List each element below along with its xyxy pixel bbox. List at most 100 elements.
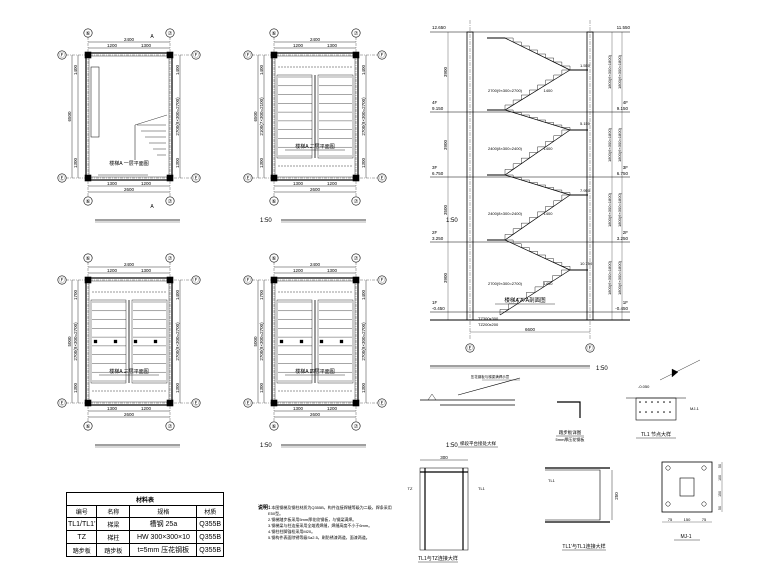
column-tz <box>84 51 92 59</box>
dimension-text: 50 <box>718 464 722 468</box>
dimension-text: 2700(9×300=2700) <box>259 322 264 361</box>
elevation-text: 9.150 <box>617 106 629 111</box>
dimension-text: 1800(6×300=1800) <box>607 192 612 227</box>
tl1-tag: TL1 <box>478 486 486 491</box>
table-cell: Q355B <box>196 517 224 531</box>
tl1-tz-title: TL1与TZ连接大样 <box>418 555 458 562</box>
dimension-text: 1300 <box>141 268 152 273</box>
stair-enclosure-inner <box>274 55 356 178</box>
section-title-text: 楼梯A A-A剖面图 <box>504 296 546 304</box>
dimension-text: 2700(9×300=2700) <box>175 97 180 136</box>
dimension-text: 1400 <box>361 64 366 75</box>
dimension-text: 1200 <box>107 268 118 273</box>
section-mark: A <box>150 34 154 40</box>
dimension-text: 150 <box>718 491 722 497</box>
elevation-text: 11.550 <box>617 25 631 30</box>
plan-scale-text: 1:50 <box>446 443 458 449</box>
axis-bubble-left-text: Ⓔ <box>467 344 473 352</box>
stair-enclosure-wall <box>271 52 359 181</box>
axis-bubble-top-right-text: ⑦ <box>354 255 359 262</box>
axis-bubble-bottom-left-text: ⑥ <box>272 423 277 430</box>
elevation-text: 6.750 <box>617 171 629 176</box>
anchor-bolt <box>665 501 671 507</box>
bolt-mark <box>93 339 98 344</box>
concrete-dot <box>669 411 671 413</box>
dimension-text: 1300 <box>107 406 118 411</box>
dimension-text: 100 <box>718 475 722 481</box>
stair-enclosure-wall <box>85 277 173 406</box>
elevation-text: -0.450 <box>432 306 445 311</box>
floor-name: 2F <box>432 230 438 235</box>
column-tz <box>84 399 92 407</box>
dimension-text: 1300 <box>293 406 304 411</box>
concrete-dot <box>663 411 665 413</box>
dimension-text: 1800(6×300=1800) <box>617 127 622 162</box>
dimension-text: 1400 <box>361 289 366 300</box>
dimension-text: 2700(9×300=2700) <box>175 322 180 361</box>
bolt-mark <box>279 339 284 344</box>
axis-bubble-right-bottom <box>377 173 387 183</box>
axis-bubble-left-top-text: Ⓕ <box>245 51 251 59</box>
axis-bubble-right-bottom-text: Ⓔ <box>193 399 199 407</box>
dimension-text: 2400 <box>310 262 321 267</box>
axis-bubble-right-top <box>191 50 201 60</box>
column-tz <box>166 51 174 59</box>
axis-bubble-right-bottom <box>191 173 201 183</box>
axis-bubble-bottom-left-text: ⑥ <box>86 198 91 205</box>
flight-right <box>317 299 354 384</box>
stair-stringer-left <box>90 66 100 138</box>
axis-bubble-right-bottom-text: Ⓔ <box>193 174 199 182</box>
column-tz <box>84 276 92 284</box>
axis-bubble-top-left-text: ⑥ <box>86 255 91 262</box>
base-note: TZ200x200 <box>478 322 499 327</box>
dimension-text: 6500 <box>253 111 258 122</box>
dimension-text: 6500 <box>67 111 72 122</box>
axis-bubble-right-bottom-text: Ⓔ <box>379 174 385 182</box>
tz-column-outline <box>419 467 469 551</box>
dimension-text: 1200 <box>107 43 118 48</box>
bolt-mark <box>133 339 138 344</box>
axis-bubble-left-bottom-text: Ⓔ <box>245 174 251 182</box>
stair-enclosure-inner <box>88 55 170 178</box>
materials-header-row: 编号 名称 规格 材质 <box>65 505 224 518</box>
dimension-text: 1400 <box>544 281 554 286</box>
elevation-text: 10.750 <box>580 261 593 266</box>
elevation-text: 5.150 <box>580 121 591 126</box>
axis-bubble-left-bottom-text: Ⓔ <box>245 399 251 407</box>
dimension-text: 1300 <box>361 382 366 393</box>
flight-slope <box>457 377 521 396</box>
materials-header-cell: 编号 <box>65 505 98 518</box>
column-tz <box>270 51 278 59</box>
dimension-text: 2400 <box>310 37 321 42</box>
floor-name: 4F <box>432 100 438 105</box>
dimension-text: 1300 <box>327 43 338 48</box>
table-row: 踏步板 踏步板 t=5mm 压花钢板 Q355B <box>65 543 224 557</box>
axis-bubble-bottom-right <box>351 421 361 431</box>
axis-bubble-bottom-left <box>83 421 93 431</box>
floor-name: 3F <box>432 165 438 170</box>
dimension-text: 1200 <box>293 43 304 48</box>
dimension-text: 300 <box>440 455 448 460</box>
dimension-text: 2400(8×300=2400) <box>488 211 523 216</box>
elevation-text: 6.750 <box>432 171 444 176</box>
dimension-text: 250 <box>614 492 619 500</box>
anchor-bolt <box>701 465 707 471</box>
table-cell: Q355B <box>196 530 224 544</box>
axis-bubble-bottom-right <box>165 196 175 206</box>
tl1-tag: TL1 <box>548 478 556 483</box>
note-item: 1.本图钢梯及钢柱材质为Q355B，构件连接焊缝等级为二级，焊条采用E50型。 <box>268 505 392 516</box>
column-tz <box>166 276 174 284</box>
dimension-text: 75 <box>702 517 707 522</box>
note-item: 2.钢梯踏步板采用5mm厚花纹钢板，与钢梁满焊。 <box>268 517 357 522</box>
axis-bubble-top-left-text: ⑥ <box>272 30 277 37</box>
dimension-text: 1400 <box>544 146 554 151</box>
axis-bubble-left-bottom-text: Ⓔ <box>59 399 65 407</box>
flight-left <box>276 74 313 159</box>
dimension-text: 3900 <box>443 272 448 283</box>
dimension-text: 1300 <box>141 43 152 48</box>
concrete-dot <box>645 401 647 403</box>
column-tz <box>166 174 174 182</box>
